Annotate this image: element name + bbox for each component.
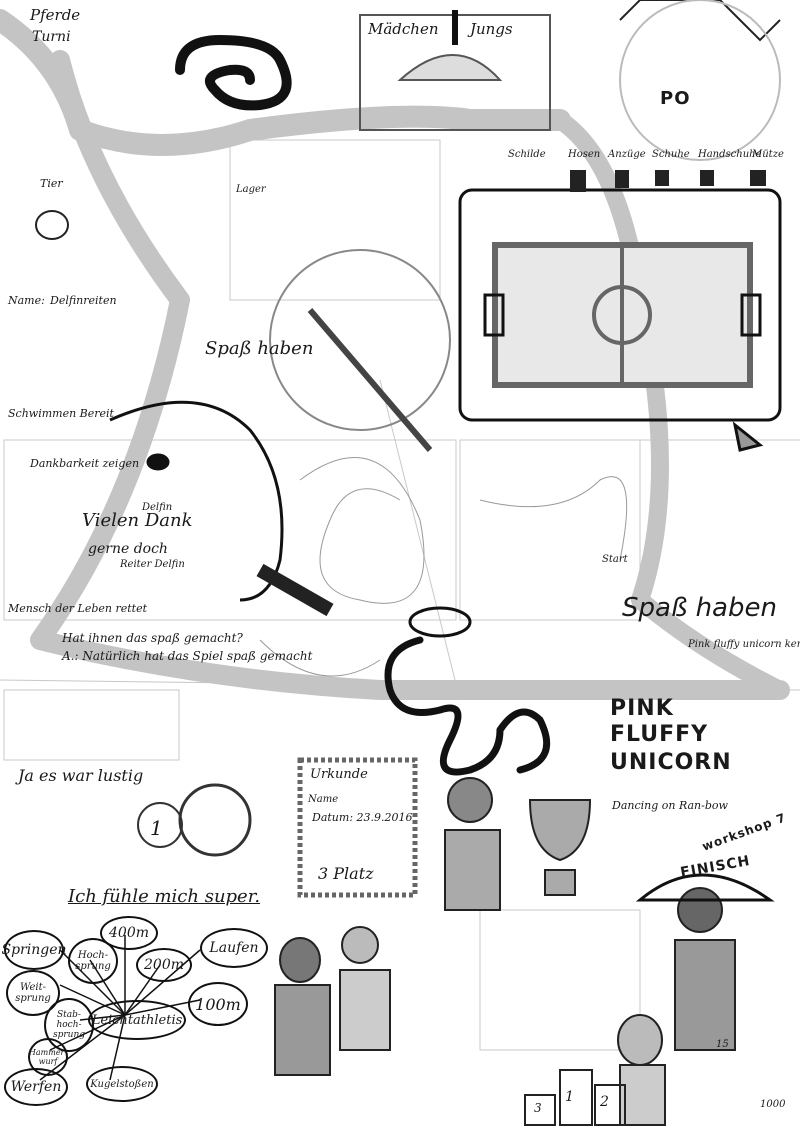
label-pink-fluffy-small: Pink fluffy unicorn kennen!!	[688, 639, 800, 650]
mindmap-laufen: Laufen	[200, 928, 268, 968]
equip-label-5: Mütze	[752, 149, 784, 160]
label-podium-1: 1	[565, 1089, 574, 1105]
label-urkunde: Urkunde	[310, 767, 368, 782]
equip-label-3: Schuhe	[652, 149, 690, 160]
equip-label-1: Hosen	[568, 149, 601, 160]
label-pink: PINK	[610, 696, 674, 721]
grey-marker-band	[0, 9, 790, 701]
label-lager: Lager	[236, 184, 266, 195]
certificate-frame	[297, 757, 418, 898]
label-gerne-doch: gerne doch	[88, 541, 168, 557]
mindmap-kugelstossen: Kugelstoßen	[86, 1066, 158, 1102]
label-po: PO	[660, 88, 691, 109]
label-frage: Hat ihnen das spaß gemacht?	[62, 631, 243, 645]
race-track-scribble	[175, 34, 292, 111]
equip-label-2: Anzüge	[608, 149, 646, 160]
figure-sketches	[274, 777, 736, 1126]
label-fluffy: FLUFFY	[610, 722, 709, 747]
racket-circle	[269, 249, 451, 431]
label-15: 15	[716, 1039, 729, 1050]
stadium-drawing	[359, 10, 551, 131]
mindmap-weitsprung: Weit-sprung	[6, 970, 60, 1016]
label-jungs: Jungs	[470, 20, 513, 38]
label-vielen-dank: Vielen Dank	[82, 510, 193, 531]
car-drawing	[408, 606, 472, 638]
medal-1	[137, 802, 183, 848]
label-antwort: A.: Natürlich hat das Spiel spaß gemacht	[62, 649, 313, 663]
label-delfin: Delfin	[142, 502, 173, 513]
trophy-drawing	[528, 799, 592, 896]
label-ja-lustig: Ja es war lustig	[18, 766, 144, 785]
label-tier: Tier	[40, 177, 63, 190]
road-scribble	[384, 636, 551, 776]
unicorn-drawing	[109, 400, 334, 617]
label-unicorn: UNICORN	[610, 750, 732, 775]
label-ich-fuehle: Ich fühle mich super.	[68, 886, 261, 907]
label-podium-3: 3	[534, 1101, 542, 1115]
mindmap-hochsprung: Hoch-sprung	[68, 938, 118, 984]
name-label: Name:	[8, 294, 45, 307]
pencil-sheets	[0, 139, 800, 1051]
medal-wreath-1	[178, 783, 252, 857]
soccer-field	[458, 188, 782, 452]
label-podium-2: 2	[600, 1094, 609, 1110]
label-mensch-leben: Mensch der Leben rettet	[8, 602, 148, 615]
label-maedchen: Mädchen	[368, 20, 439, 38]
label-start: Start	[602, 554, 628, 565]
mindmap-100m: 100m	[188, 982, 248, 1026]
label-medal-1: 1	[150, 816, 163, 840]
label-reiter-delfin: Reiter Delfin	[120, 559, 185, 570]
name-value: Delfinreiten	[50, 294, 117, 307]
equip-label-0: Schilde	[508, 149, 546, 160]
label-pferde: Pferde	[30, 6, 81, 24]
turtle-drawing	[35, 210, 69, 240]
podium-drawing	[524, 1069, 626, 1126]
label-dankbarkeit: Dankbarkeit zeigen	[30, 457, 140, 470]
mindmap-springen: Springen	[2, 930, 67, 970]
mindmap-leichtathletik: Leichtathletis	[88, 1000, 186, 1040]
label-turnier: Turni	[32, 29, 71, 45]
pencil-scribbles	[259, 457, 628, 677]
mindmap-200m: 200m	[136, 948, 192, 982]
label-platz: 3 Platz	[318, 864, 374, 883]
label-urkunde-datum: Datum: 23.9.2016	[312, 811, 413, 824]
castle-drawing	[619, 0, 781, 161]
label-urkunde-name: Name	[308, 794, 339, 805]
equipment-icons	[570, 170, 766, 192]
label-spass-haben-1: Spaß haben	[205, 338, 314, 359]
label-dancing: Dancing on Ran-bow	[612, 799, 728, 812]
umbrella-drawing	[635, 873, 775, 902]
mindmap-400m: 400m	[100, 916, 158, 950]
label-1000: 1000	[760, 1099, 786, 1110]
label-spass-haben-2: Spaß haben	[622, 593, 777, 623]
label-schwimmen-bereit: Schwimmen Bereit	[8, 407, 114, 420]
equip-label-4: Handschuhe	[698, 149, 762, 160]
mindmap-werfen: Werfen	[4, 1068, 68, 1106]
